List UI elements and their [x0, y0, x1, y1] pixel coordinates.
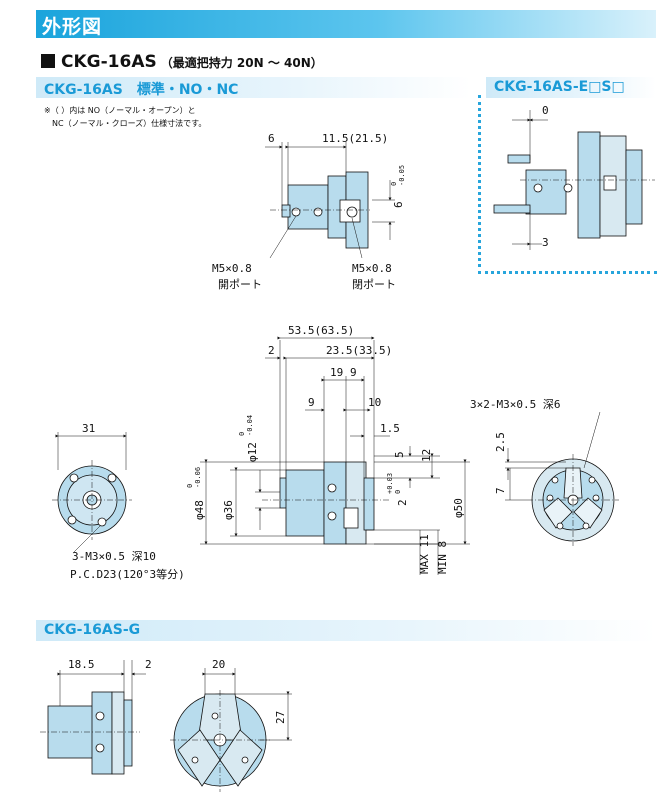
side-tol-2-upper: +0.03: [386, 473, 394, 494]
port-right-label: 閉ポート: [352, 278, 396, 291]
side-tol-2-lower: 0: [394, 490, 402, 494]
top-dim-11-5: 11.5(21.5): [322, 132, 388, 145]
side-dia-48-upper: 0: [186, 484, 194, 488]
side-dim-2-tol: 2: [396, 499, 409, 506]
side-dim-1-5: 1.5: [380, 422, 400, 435]
jaw-dim-7: 7: [494, 487, 507, 494]
es-view: [493, 110, 655, 250]
top-body-rear: [287, 184, 329, 230]
header-title: 外形図: [42, 16, 103, 38]
side-dim-19: 19: [330, 366, 343, 379]
side-dia-12-lower: -0.04: [246, 415, 254, 436]
g-dim-20: 20: [212, 658, 225, 671]
square-bullet-icon: [41, 54, 55, 68]
side-dim-2: 2: [268, 344, 275, 357]
band-es-label: CKG-16AS-E□S□: [494, 79, 625, 95]
es-dim-0: 0: [542, 104, 549, 117]
side-dim-23-5: 23.5(33.5): [326, 344, 392, 357]
port-left-label: 開ポート: [218, 278, 262, 291]
jaw-tap: 3×2-M3×0.5 深6: [470, 398, 560, 411]
side-view: [200, 336, 470, 575]
side-dia-50: φ50: [452, 498, 465, 518]
band-es: CKG-16AS-E□S□: [486, 77, 656, 98]
note-line-1: ※（ ）内は NO（ノーマル・オープン）と: [44, 106, 196, 115]
port-right-size: M5×0.8: [352, 262, 392, 275]
band-g-label: CKG-16AS-G: [44, 622, 141, 638]
front-view: [52, 432, 132, 553]
g-dim-27: 27: [274, 711, 287, 724]
top-dim-6-tol: 6: [392, 201, 405, 208]
top-tol-upper: 0: [390, 182, 398, 186]
model-name: CKG-16AS: [61, 52, 157, 72]
port-left-size: M5×0.8: [212, 262, 252, 275]
top-tol-lower: -0.05: [398, 165, 406, 186]
side-dim-9b: 9: [350, 366, 357, 379]
jaw-view: [505, 411, 619, 546]
side-max: MAX 11: [418, 534, 431, 574]
spec-note: ※（ ）内は NO（ノーマル・オープン）と NC（ノーマル・クローズ）仕様寸法で…: [44, 104, 206, 130]
es-dotted-frame: [478, 95, 657, 274]
side-min: MIN 8: [436, 541, 449, 574]
side-dim-5: 5: [393, 451, 406, 458]
note-line-2: NC（ノーマル・クローズ）仕様寸法です。: [52, 119, 207, 128]
side-dim-12: 12: [420, 449, 433, 462]
side-dia-12: φ12: [246, 442, 259, 462]
side-dia-36: φ36: [222, 500, 235, 520]
model-subtitle: （最適把持力 20N ～ 40N）: [160, 56, 323, 70]
band-standard: CKG-16AS 標準・NO・NC: [36, 77, 471, 98]
side-dia-48-lower: -0.06: [194, 467, 202, 488]
band-g: CKG-16AS-G: [36, 620, 656, 641]
g-dim-2: 2: [145, 658, 152, 671]
section-header: 外形図: [36, 10, 656, 38]
side-dim-10: 10: [368, 396, 381, 409]
side-dim-53-5: 53.5(63.5): [288, 324, 354, 337]
jaw-dim-2-5: 2.5: [494, 432, 507, 452]
side-dia-12-upper: 0: [238, 432, 246, 436]
g-side-view: [40, 660, 146, 775]
front-pcd: P.C.D23(120°3等分): [70, 567, 185, 581]
top-dim-6: 6: [268, 132, 275, 145]
band-standard-label: CKG-16AS 標準・NO・NC: [44, 82, 239, 98]
g-front-view: [170, 668, 292, 792]
front-tap: 3-M3×0.5 深10: [72, 550, 156, 563]
es-dim-3: 3: [542, 236, 549, 249]
front-dim-31: 31: [82, 422, 95, 435]
model-title: CKG-16AS（最適把持力 20N ～ 40N）: [41, 52, 323, 72]
side-dia-48: φ48: [193, 500, 206, 520]
top-view: [265, 142, 395, 259]
side-dim-9a: 9: [308, 396, 315, 409]
g-dim-18-5: 18.5: [68, 658, 95, 671]
